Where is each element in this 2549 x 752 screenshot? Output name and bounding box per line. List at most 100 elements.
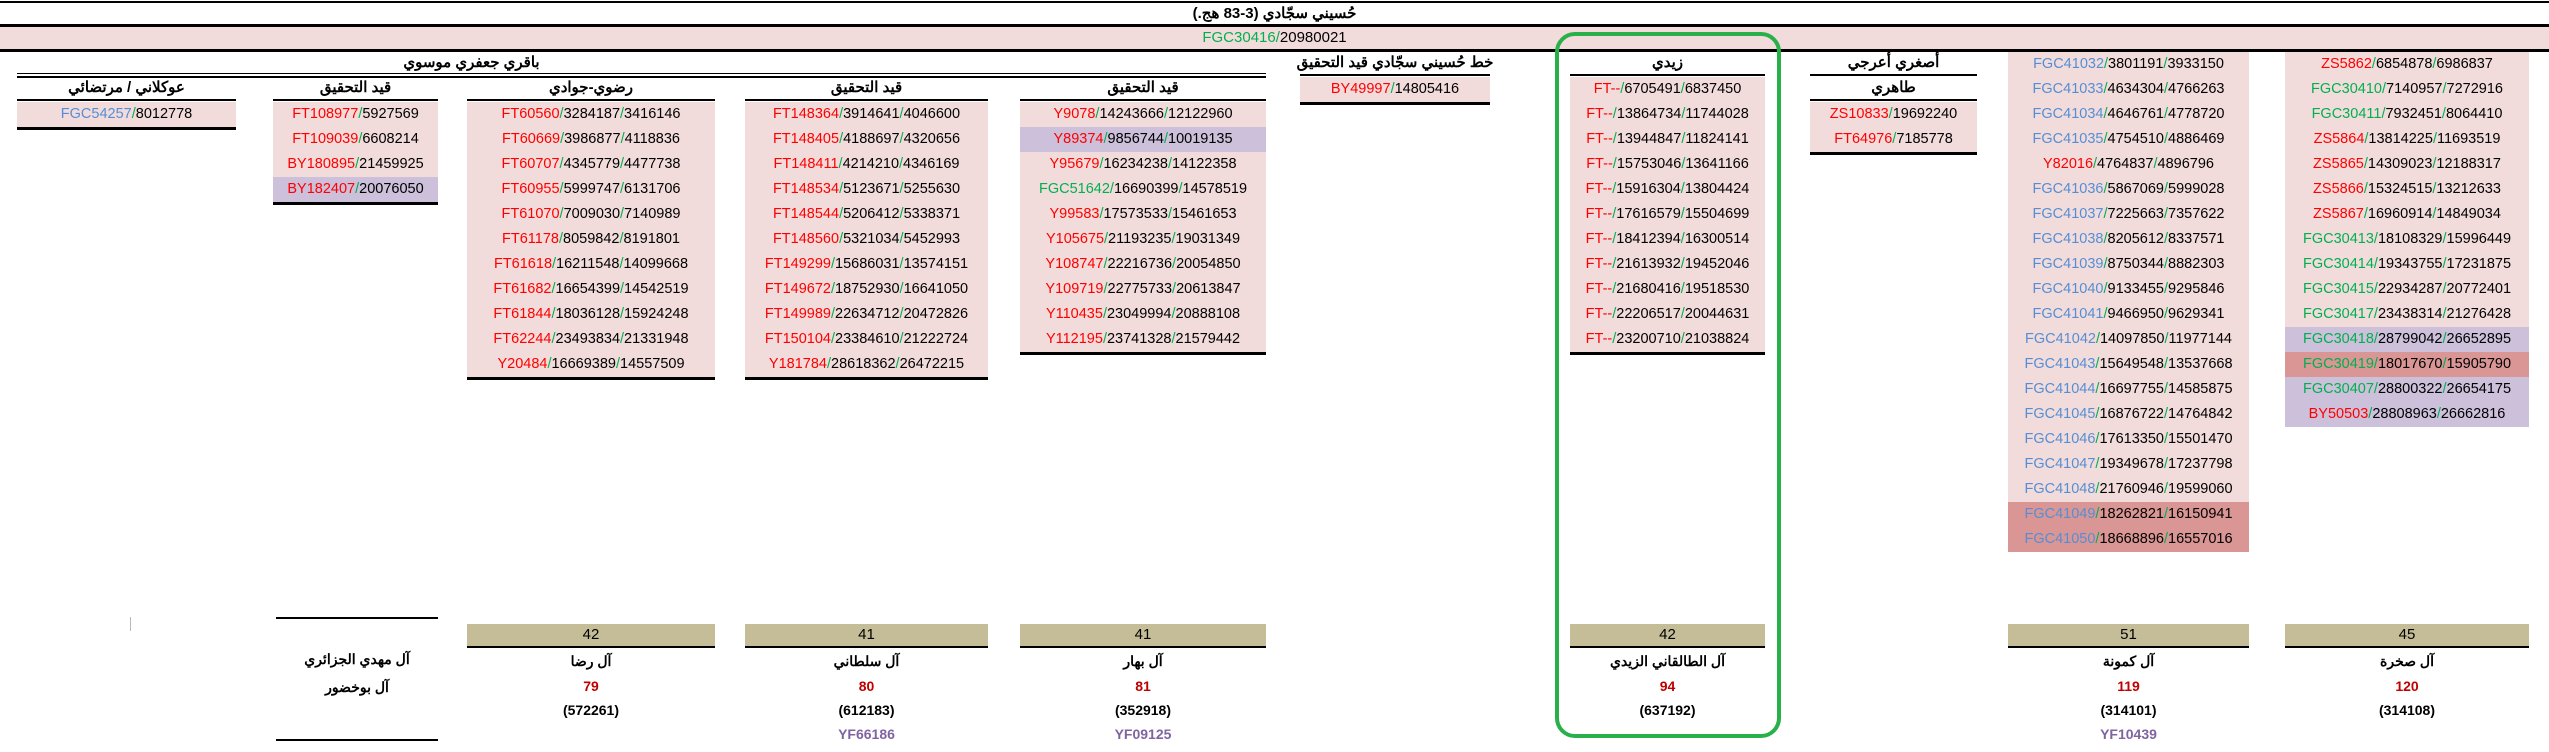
snp-row[interactable]: FT14854452064125338371 [745,202,988,227]
snp-row[interactable]: FGC304072880032226654175 [2285,377,2529,402]
snp-row[interactable]: FT1492991568603113574151 [745,252,988,277]
snp-row[interactable]: FGC4103346343044766263 [2008,77,2249,102]
snp-row[interactable]: FT--2220651720044631 [1570,302,1765,327]
snp-row[interactable]: FGC304182879904226652895 [2285,327,2529,352]
snp-row[interactable]: FGC4103658670695999028 [2008,177,2249,202]
snp-row[interactable]: FT1090396608214 [273,127,438,152]
snp-row[interactable]: FT618441803612815924248 [467,302,715,327]
snp-row[interactable]: FT6056032841873416146 [467,102,715,127]
snp-row[interactable]: FT649767185778 [1810,127,1977,152]
snp-row[interactable]: FGC516421669039914578519 [1020,177,1266,202]
snp-row[interactable]: FGC410441669775514585875 [2008,377,2249,402]
snp-row[interactable]: Y1087472221673620054850 [1020,252,1266,277]
snp-row[interactable]: Y1097192277573320613847 [1020,277,1266,302]
snp-row[interactable]: FGC4104194669509629341 [2008,302,2249,327]
snp-row[interactable]: FGC304141934375517231875 [2285,252,2529,277]
snp-row[interactable]: FGC3041071409577272916 [2285,77,2529,102]
snp-row[interactable]: FT--2161393219452046 [1570,252,1765,277]
snp-row[interactable]: Y1121952374132821579442 [1020,327,1266,352]
column-qayd1: FT1089775927569FT1090396608214BY18089521… [273,102,438,202]
snp-row[interactable]: FT6095559997476131706 [467,177,715,202]
snp-row[interactable]: FT616821665439914542519 [467,277,715,302]
snp-row[interactable]: FT14836439146414046600 [745,102,988,127]
snp-row[interactable]: FT--1394484711824141 [1570,127,1765,152]
snp-row[interactable]: FGC410501866889616557016 [2008,527,2249,552]
snp-row[interactable]: FGC4103772256637357622 [2008,202,2249,227]
snp-row[interactable]: ZS58641381422511693519 [2285,127,2529,152]
snp-row[interactable]: FGC4103238011913933150 [2008,52,2249,77]
snp-row[interactable]: FGC4103446467614778720 [2008,102,2249,127]
snp-row[interactable]: FT622442349383421331948 [467,327,715,352]
snp-row[interactable]: FGC410482176094619599060 [2008,477,2249,502]
snp-row[interactable]: BY505032880896326662816 [2285,402,2529,427]
snp-row[interactable]: ZS586268548786986837 [2285,52,2529,77]
family-yfull-id[interactable]: YF10439 [2100,726,2157,742]
snp-row[interactable]: FT--1575304613641166 [1570,152,1765,177]
snp-row[interactable]: ZS1083319692240 [1810,102,1977,127]
snp-row[interactable]: FT--1761657915504699 [1570,202,1765,227]
snp-name: FT-- [1585,256,1613,272]
snp-row[interactable]: FGC410421409785011977144 [2008,327,2249,352]
separator [1613,156,1617,172]
snp-position: 16960914 [2367,206,2433,222]
snp-row[interactable]: FT--1841239416300514 [1570,227,1765,252]
snp-row[interactable]: BY4999714805416 [1300,77,1490,102]
snp-row[interactable]: FGC410461761335015501470 [2008,427,2249,452]
snp-row[interactable]: FGC304172343831421276428 [2285,302,2529,327]
snp-position: 16150941 [2168,506,2233,522]
snp-row[interactable]: ZS58661532451513212633 [2285,177,2529,202]
snp-row[interactable]: FT14856053210345452993 [745,227,988,252]
snp-row[interactable]: FT--1591630413804424 [1570,177,1765,202]
separator [2103,306,2107,322]
snp-row[interactable]: FT--2320071021038824 [1570,327,1765,352]
snp-row[interactable]: FGC4103987503448882303 [2008,252,2249,277]
family-yfull-id[interactable]: YF66186 [838,726,895,742]
snp-row[interactable]: ZS58671696091414849034 [2285,202,2529,227]
separator [560,106,564,122]
snp-row[interactable]: FGC4103547545104886469 [2008,127,2249,152]
snp-row[interactable]: FT14840541886974320656 [745,127,988,152]
snp-row[interactable]: FGC4104091334559295846 [2008,277,2249,302]
separator [1276,29,1280,46]
snp-row[interactable]: FT6070743457794477738 [467,152,715,177]
snp-row[interactable]: Y90781424366612122960 [1020,102,1266,127]
snp-row[interactable]: FT1501042338461021222724 [745,327,988,352]
snp-row[interactable]: Y956791623423814122358 [1020,152,1266,177]
snp-row[interactable]: Y204841666938914557509 [467,352,715,377]
snp-row[interactable]: Y1817842861836226472215 [745,352,988,377]
snp-row[interactable]: FT1499892263471220472826 [745,302,988,327]
snp-name: FT-- [1585,181,1613,197]
snp-row[interactable]: FT14841142142104346169 [745,152,988,177]
snp-row[interactable]: ZS58651430902312188317 [2285,152,2529,177]
snp-row[interactable]: FGC410431564954813537668 [2008,352,2249,377]
snp-row[interactable]: Y89374985674410019135 [1020,127,1266,152]
snp-row[interactable]: Y1104352304999420888108 [1020,302,1266,327]
snp-row[interactable]: FT616181621154814099668 [467,252,715,277]
snp-row[interactable]: BY18089521459925 [273,152,438,177]
snp-row[interactable]: Y995831757353315461653 [1020,202,1266,227]
snp-row[interactable]: FT1496721875293016641050 [745,277,988,302]
snp-row[interactable]: FT--67054916837450 [1570,77,1765,102]
snp-row[interactable]: FGC410451687672214764842 [2008,402,2249,427]
snp-row[interactable]: FT--1386473411744028 [1570,102,1765,127]
snp-row[interactable]: FGC304152293428720772401 [2285,277,2529,302]
snp-row[interactable]: FGC410471934967817237798 [2008,452,2249,477]
snp-row[interactable]: FGC304191801767015905790 [2285,352,2529,377]
snp-row[interactable]: FT14853451236715255630 [745,177,988,202]
snp-position: 21579442 [1175,331,1241,347]
snp-row[interactable]: FT6117880598428191801 [467,227,715,252]
snp-row[interactable]: Y8201647648374896796 [2008,152,2249,177]
snp-row[interactable]: BY18240720076050 [273,177,438,202]
snp-row[interactable]: FT6107070090307140989 [467,202,715,227]
snp-row[interactable]: FT6066939868774118836 [467,127,715,152]
family-yfull-id[interactable]: YF09125 [1114,726,1172,742]
snp-row[interactable]: FGC542578012778 [17,102,236,127]
snp-row[interactable]: FT--2168041619518530 [1570,277,1765,302]
snp-row[interactable]: FGC410491826282116150941 [2008,502,2249,527]
snp-row[interactable]: FGC4103882056128337571 [2008,227,2249,252]
snp-row[interactable]: Y1056752119323519031349 [1020,227,1266,252]
snp-row[interactable]: FT1089775927569 [273,102,438,127]
snp-row[interactable]: FGC3041179324518064410 [2285,102,2529,127]
snp-row[interactable]: FGC304131810832915996449 [2285,227,2529,252]
snp-name: FGC30410 [2311,81,2382,97]
